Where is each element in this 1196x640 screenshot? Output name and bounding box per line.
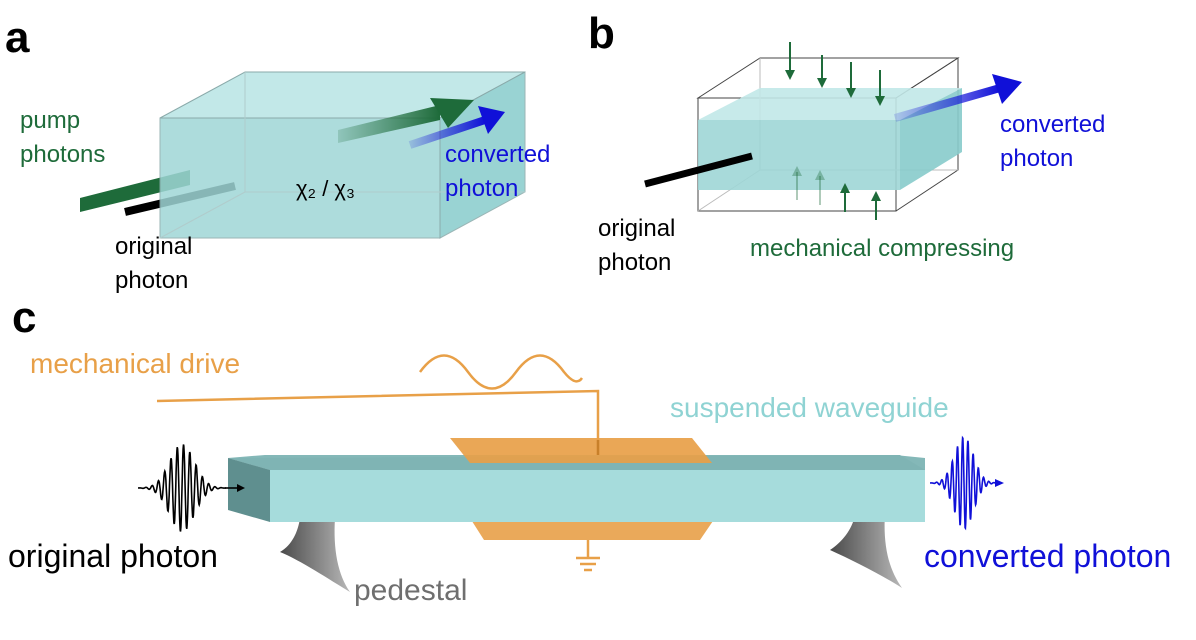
pedestal-right [830, 512, 902, 588]
panel-c-letter: c [12, 293, 36, 342]
bottom-electrode [470, 518, 715, 540]
top-electrode [450, 438, 712, 463]
converted-arrow-icon-b [893, 74, 1022, 122]
drive-wire [156, 389, 600, 455]
pump-photons-label-1: pump [20, 107, 80, 134]
original-photon-beam-b [644, 152, 753, 188]
panel-a-letter: a [5, 13, 30, 62]
original-photon-label-c: original photon [8, 538, 218, 574]
medium-label: χ₂ / χ₃ [296, 176, 355, 201]
compression-arrows-top [785, 42, 885, 106]
pedestal-left [280, 518, 350, 592]
converted-photon-label-b-2: photon [1000, 145, 1073, 172]
wave-packet-icon-output [930, 435, 1004, 531]
sine-wave-icon [418, 354, 584, 390]
suspended-waveguide-label: suspended waveguide [670, 392, 949, 423]
panel-c: c mechanical drive [8, 293, 1171, 607]
panel-a: a χ₂ / χ₃ pump photons converte [5, 13, 550, 294]
converted-photon-label-a-1: converted [445, 141, 550, 168]
converted-arrow-icon-a [408, 106, 505, 149]
mechanical-compressing-label: mechanical compressing [750, 235, 1014, 262]
ground-icon [576, 540, 600, 572]
converted-photon-label-c: converted photon [924, 538, 1171, 574]
pedestal-label: pedestal [354, 574, 467, 607]
converted-photon-label-b-1: converted [1000, 111, 1105, 138]
original-photon-label-a-2: photon [115, 267, 188, 294]
panel-b-letter: b [588, 9, 615, 58]
compression-arrows-bottom [792, 166, 881, 220]
wave-packet-icon-input [138, 444, 245, 532]
panel-b: b [588, 9, 1105, 276]
original-photon-label-a-1: original [115, 233, 192, 260]
pump-photons-label-2: photons [20, 141, 105, 168]
converted-photon-label-a-2: photon [445, 175, 518, 202]
original-photon-label-b-2: photon [598, 249, 671, 276]
suspended-waveguide [228, 455, 925, 522]
compressed-crystal [698, 88, 962, 190]
mechanical-drive-label: mechanical drive [30, 348, 240, 379]
pump-arrow-icon [338, 98, 474, 143]
original-photon-label-b-1: original [598, 215, 675, 242]
